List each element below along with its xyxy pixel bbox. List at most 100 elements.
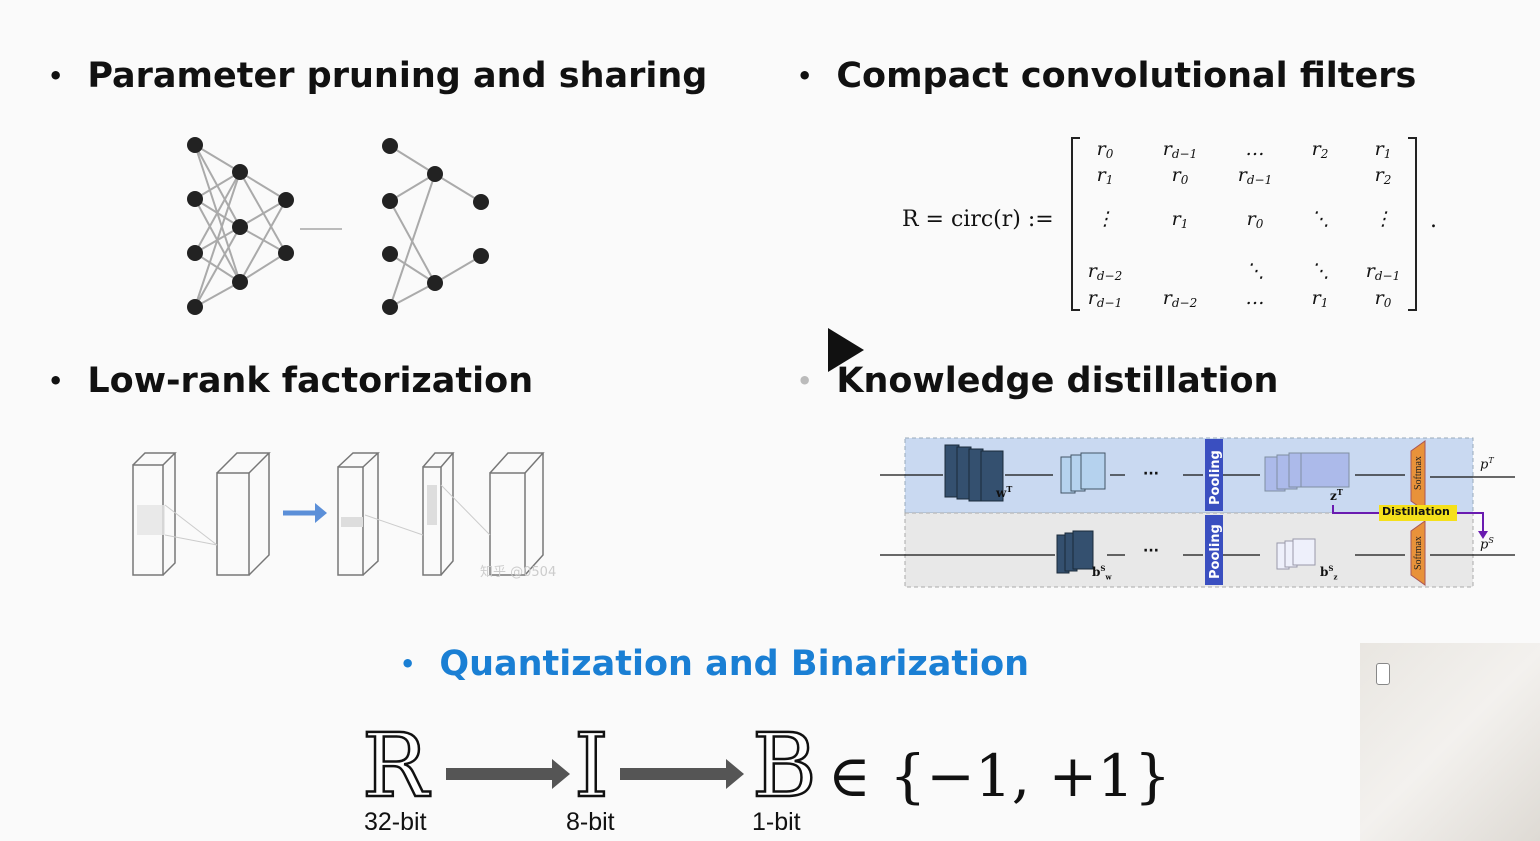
p-student-label: pS	[1480, 536, 1494, 552]
section-title-lowrank: • Low-rank factorization	[48, 361, 533, 401]
ps-sup: S	[1488, 536, 1494, 545]
matrix-cell: r1	[1145, 208, 1215, 231]
matrix-cell-symbol: r	[1171, 164, 1181, 186]
bz-text: b	[1320, 565, 1329, 579]
matrix-cell-subscript: d−1	[1171, 147, 1198, 161]
student-bw-label: bSw	[1092, 564, 1111, 581]
matrix-cell: …	[1220, 287, 1290, 309]
label-8-bit: 8-bit	[566, 808, 615, 836]
matrix-cell-symbol: …	[1245, 138, 1265, 160]
matrix-cell: rd−1	[1145, 138, 1215, 161]
section-title-pruning: • Parameter pruning and sharing	[48, 56, 707, 96]
bz-sub: z	[1333, 572, 1338, 582]
play-icon[interactable]	[828, 328, 864, 372]
distillation-label: Distillation	[1382, 505, 1450, 518]
binary-set-expression: ∈ {−1, +1}	[828, 742, 1172, 810]
teacher-weight-label: wT	[996, 484, 1012, 500]
matrix-cell-symbol: r	[1311, 287, 1321, 309]
matrix-cell-subscript: 2	[1320, 147, 1329, 161]
section-title-quant: • Quantization and Binarization	[400, 644, 1029, 684]
matrix-cell-symbol: r	[1096, 164, 1106, 186]
ps-text: p	[1480, 537, 1489, 553]
matrix-cell-symbol: r	[1374, 287, 1384, 309]
softmax-label-student: Softmax	[1413, 536, 1424, 570]
softmax-label-teacher: Softmax	[1413, 456, 1424, 490]
lowrank-title: Low-rank factorization	[87, 361, 534, 401]
compact-title: Compact convolutional filters	[836, 56, 1417, 96]
matrix-cell-symbol: r	[1087, 260, 1097, 282]
matrix-cell: ⋱	[1220, 260, 1290, 282]
matrix-cell: ⋮	[1348, 208, 1418, 230]
matrix-cell-symbol: ⋮	[1095, 208, 1115, 230]
matrix-cell-symbol: r	[1311, 138, 1321, 160]
dots-student: ···	[1143, 543, 1159, 559]
matrix-cell-symbol: ⋱	[1310, 260, 1330, 282]
matrix-cell: r2	[1348, 164, 1418, 187]
matrix-cell: r1	[1285, 287, 1355, 310]
label-1-bit: 1-bit	[752, 808, 801, 836]
matrix-cell-symbol: r	[1171, 208, 1181, 230]
quantization-arrows	[446, 759, 744, 789]
z-sup: T	[1336, 487, 1343, 497]
matrix-cell: ⋱	[1285, 260, 1355, 282]
matrix-cell: ⋱	[1285, 208, 1355, 230]
matrix-cell-subscript: 1	[1320, 296, 1329, 310]
matrix-cell: r0	[1348, 287, 1418, 310]
matrix-cell-subscript: 1	[1383, 147, 1392, 161]
matrix-cell: r1	[1070, 164, 1140, 187]
matrix-cell-subscript: d−2	[1096, 269, 1123, 283]
bz-sup: S	[1328, 564, 1334, 573]
matrix-cell-symbol: ⋱	[1310, 208, 1330, 230]
pruning-title: Parameter pruning and sharing	[87, 56, 708, 96]
matrix-cell: rd−2	[1145, 287, 1215, 310]
matrix-cell-subscript: 0	[1105, 147, 1114, 161]
binary-symbol: B	[751, 714, 818, 817]
matrix-cell: rd−2	[1070, 260, 1140, 283]
matrix-cell-symbol: r	[1365, 260, 1375, 282]
matrix-cell: r1	[1348, 138, 1418, 161]
matrix-cell-subscript: d−2	[1171, 296, 1198, 310]
matrix-cell-symbol: r	[1162, 138, 1172, 160]
matrix-cell: rd−1	[1220, 164, 1290, 187]
watermark: 知乎 @0504	[480, 565, 557, 580]
matrix-cell: r0	[1145, 164, 1215, 187]
webcam-overlay	[1360, 643, 1540, 841]
matrix-cell-symbol: r	[1237, 164, 1247, 186]
matrix-cell: rd−1	[1348, 260, 1418, 283]
student-bz-label: bSz	[1320, 564, 1337, 581]
matrix-cell-symbol: ⋮	[1373, 208, 1393, 230]
teacher-z-label: zT	[1330, 487, 1343, 503]
distillation-diagram	[880, 437, 1515, 588]
webcam-object	[1376, 663, 1390, 685]
pruning-network-diagram	[187, 137, 489, 315]
bw-sup: S	[1100, 564, 1106, 573]
matrix-cell-subscript: 1	[1180, 217, 1189, 231]
real-number-symbol: R	[361, 714, 430, 817]
matrix-cell-symbol: …	[1245, 287, 1265, 309]
w-sup: T	[1006, 484, 1013, 494]
distill-title: Knowledge distillation	[836, 361, 1279, 401]
matrix-lhs: R = circ(r) :=	[902, 207, 1054, 232]
integer-symbol: I	[573, 714, 610, 817]
bullet-dot: •	[797, 62, 813, 90]
quant-title: Quantization and Binarization	[439, 644, 1030, 684]
matrix-period: .	[1430, 208, 1437, 233]
matrix-cell: rd−1	[1070, 287, 1140, 310]
dots-teacher: ···	[1143, 466, 1159, 482]
matrix-cell: r0	[1220, 208, 1290, 231]
matrix-cell-symbol: ⋱	[1245, 260, 1265, 282]
matrix-cell: r2	[1285, 138, 1355, 161]
matrix-cell-subscript: 0	[1383, 296, 1392, 310]
bullet-dot: •	[797, 367, 813, 395]
matrix-cell-subscript: 1	[1105, 173, 1114, 187]
bw-sub: w	[1105, 572, 1112, 582]
pt-text: p	[1480, 457, 1489, 473]
bullet-dot: •	[48, 62, 64, 90]
matrix-cell-subscript: d−1	[1096, 296, 1123, 310]
matrix-cell-symbol: r	[1087, 287, 1097, 309]
matrix-cell-subscript: d−1	[1246, 173, 1273, 187]
bw-text: b	[1092, 565, 1101, 579]
matrix-lhs-text: R = circ(r) :=	[902, 207, 1054, 232]
matrix-cell-symbol: r	[1246, 208, 1256, 230]
matrix-brackets	[1071, 137, 1417, 311]
